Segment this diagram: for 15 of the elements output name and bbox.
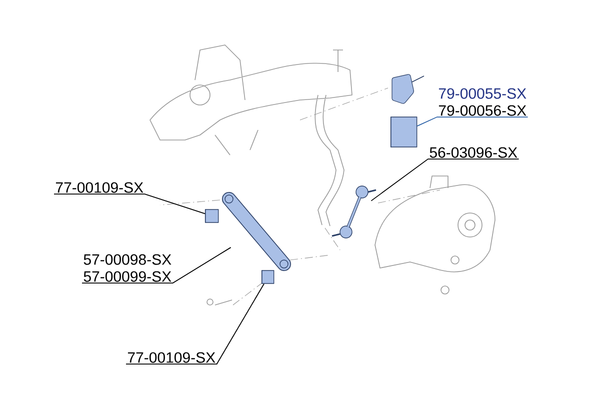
leader-line — [54, 194, 206, 214]
bushing-part — [390, 116, 418, 148]
part-number: 77-00109-SX — [56, 182, 144, 193]
stabilizer-link — [331, 186, 377, 238]
control-arm — [222, 192, 291, 271]
part-number: 56-03096-SX — [430, 147, 518, 158]
bushing-part — [204, 209, 219, 223]
part-number: 57-00098-SX 57-00099-SX — [84, 254, 172, 282]
part-number: 79-00055-SX 79-00056-SX — [438, 88, 526, 116]
leader-line — [370, 158, 520, 202]
part-number: 77-00109-SX — [128, 352, 216, 363]
bushing-part — [261, 270, 274, 284]
leader-line — [126, 283, 264, 364]
leader-line — [82, 247, 232, 284]
leader-line — [416, 116, 528, 126]
